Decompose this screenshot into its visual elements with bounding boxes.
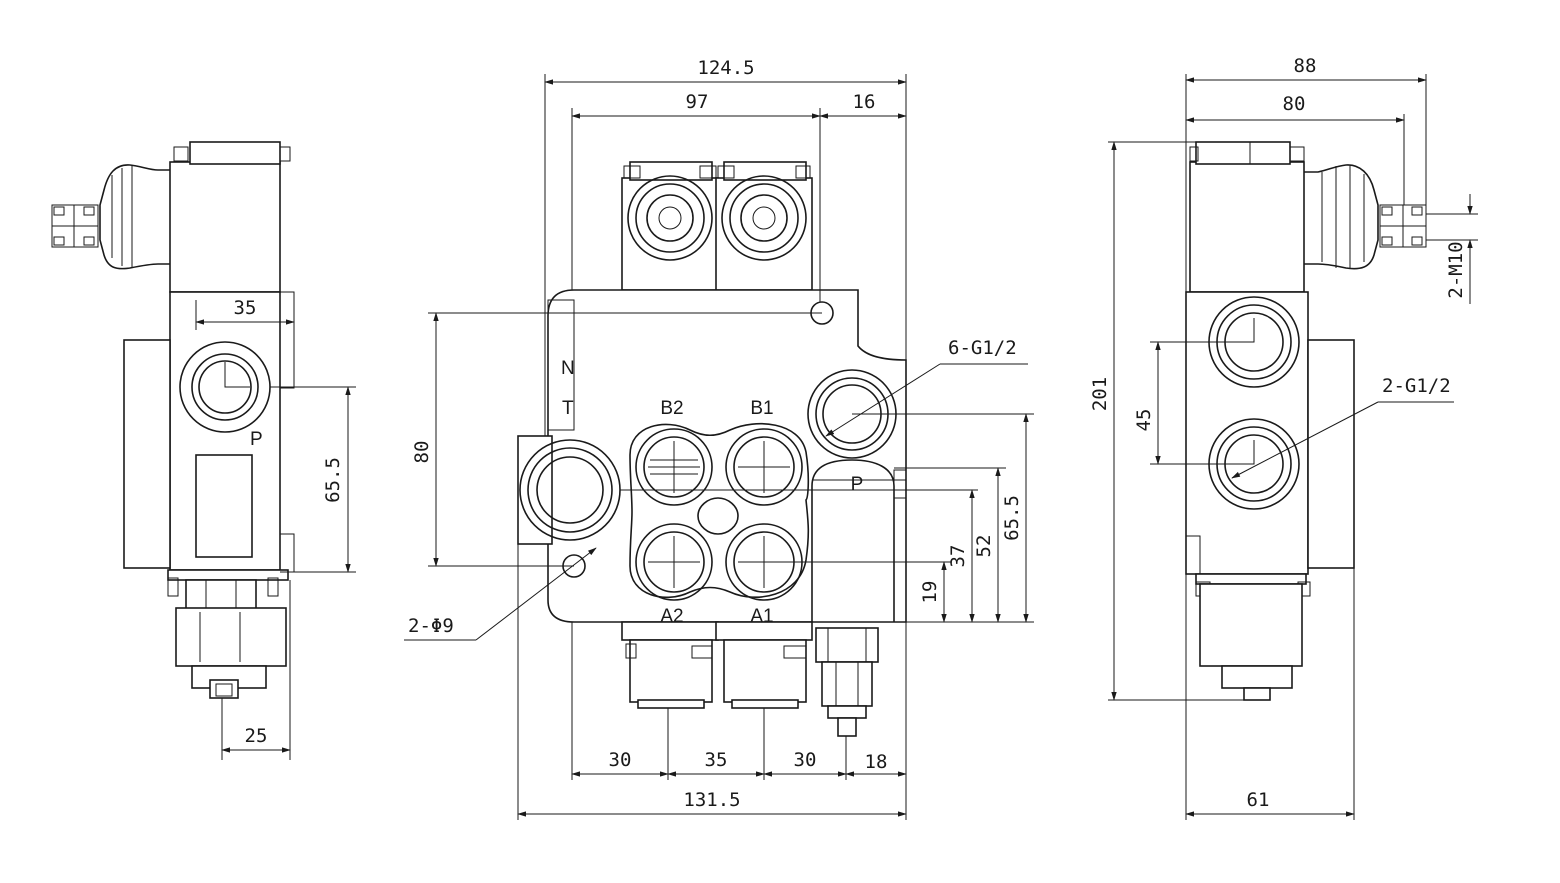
dim-m10: 2-M10: [1445, 241, 1467, 298]
dim-bottom-30a: 30: [609, 749, 632, 771]
port-label-t: T: [562, 398, 574, 419]
port-label-b1: B1: [750, 398, 773, 419]
left-dimensions: [195, 300, 356, 760]
dim-h-19: 19: [919, 581, 941, 604]
side-view-left: [51, 141, 295, 699]
dim-bottom-61: 61: [1247, 789, 1270, 811]
port-label-a2: A2: [660, 606, 683, 627]
dim-width-top: 35: [234, 297, 257, 319]
callout-ports: 6-G1/2: [948, 337, 1017, 359]
right-dimensions: [1108, 74, 1478, 820]
center-dimensions: [404, 74, 1034, 820]
dim-h-37: 37: [947, 545, 969, 568]
dim-top-80: 80: [1283, 93, 1306, 115]
dim-top-right: 16: [853, 91, 876, 113]
port-label-b2: B2: [660, 398, 683, 419]
dim-spacing-45: 45: [1133, 409, 1155, 432]
side-view-right: [1185, 141, 1427, 701]
port-label-n: N: [561, 358, 575, 379]
dim-top-88: 88: [1294, 55, 1317, 77]
dim-body-top: 97: [686, 91, 709, 113]
dim-height-201: 201: [1089, 377, 1111, 411]
dim-h-65-5: 65.5: [1001, 495, 1023, 541]
dim-overall-bottom: 131.5: [683, 789, 740, 811]
port-label-a1: A1: [750, 606, 773, 627]
dim-height-left: 80: [411, 441, 433, 464]
front-view-center: [517, 161, 907, 737]
port-label-p: P: [851, 474, 864, 495]
callout-holes: 2-Φ9: [408, 615, 454, 637]
dim-bottom-18: 18: [865, 751, 888, 773]
dim-overall-top: 124.5: [697, 57, 754, 79]
dim-bottom-35: 35: [705, 749, 728, 771]
dim-bottom-30b: 30: [794, 749, 817, 771]
callout-ports-right: 2-G1/2: [1382, 375, 1451, 397]
dim-height-port: 65.5: [322, 457, 344, 503]
port-label-p: P: [250, 429, 263, 450]
dim-width-bottom: 25: [245, 725, 268, 747]
dim-h-52: 52: [973, 535, 995, 558]
